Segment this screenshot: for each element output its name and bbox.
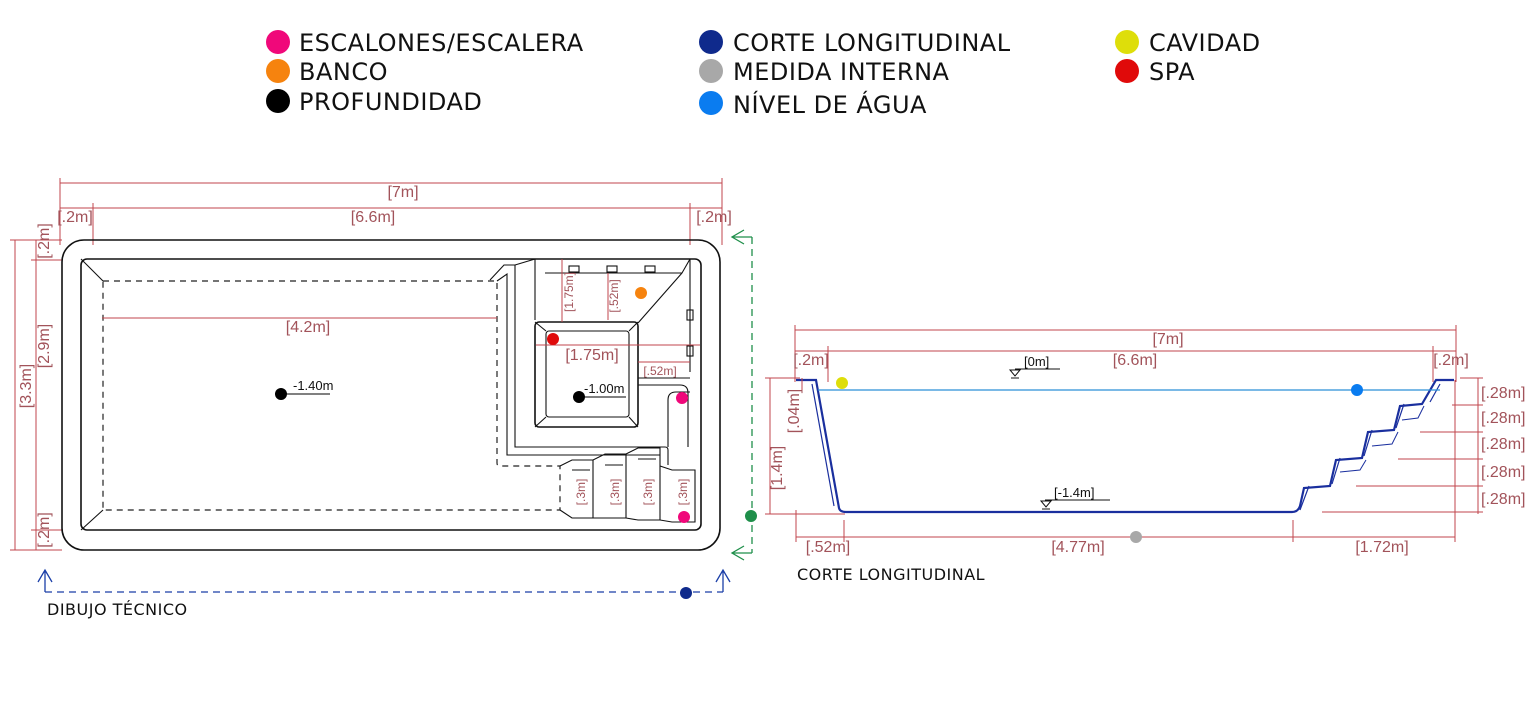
steps-group	[559, 447, 696, 523]
plan-view: [7m] [.2m] [6.6m] [.2m] [3.3m] [.2m] [2.…	[10, 178, 757, 619]
plan-rim-top: [.2m]	[36, 223, 53, 259]
legend-label-water-level: NÍVEL DE ÁGUA	[733, 90, 927, 119]
bench-wall	[489, 264, 669, 465]
deep-depth-marker-icon	[275, 388, 287, 400]
legend-label-internal-measure: MEDIDA INTERNA	[733, 58, 950, 86]
step-height-5: [.28m]	[1481, 491, 1525, 508]
step-height-3: [.28m]	[1481, 436, 1525, 453]
section-floor-length: [4.77m]	[1051, 539, 1104, 556]
bench-marker-icon	[635, 287, 647, 299]
step-3-width: [.3m]	[641, 479, 655, 506]
bench-marker-icon	[266, 59, 290, 83]
spa-outer	[534, 321, 639, 428]
plan-inner-width: [2.9m]	[36, 324, 53, 368]
step-4-width: [.3m]	[676, 479, 690, 506]
plan-caption: DIBUJO TÉCNICO	[47, 600, 188, 619]
cut-marker-green-icon	[745, 510, 757, 522]
jet-1-icon	[568, 265, 580, 273]
water-level-marker-icon	[1351, 384, 1363, 396]
spa-length: [1.75m]	[562, 272, 576, 312]
step-height-4: [.28m]	[1481, 464, 1525, 481]
plan-overall-width: [3.3m]	[18, 364, 35, 408]
section-slope-length: [.52m]	[806, 539, 850, 556]
internal-measure-marker-icon	[1130, 531, 1142, 543]
water-surface-symbol-icon	[1008, 369, 1022, 379]
section-rim-left: [.2m]	[793, 352, 829, 369]
spa-step-width: [.52m]	[643, 364, 676, 378]
deep-floor-outline	[102, 280, 561, 511]
floor-level-label: [-1.4m]	[1054, 485, 1094, 500]
plan-inner-length: [6.6m]	[351, 209, 395, 226]
section-rim-right: [.2m]	[1433, 352, 1469, 369]
water-surface-label: [0m]	[1024, 354, 1049, 369]
legend-label-spa: SPA	[1149, 58, 1195, 86]
jet-3-icon	[644, 265, 656, 273]
section-total-depth: [1.4m]	[769, 446, 786, 490]
legend-label-cavity: CAVIDAD	[1149, 29, 1261, 57]
section-top-dimensions: [7m] [.2m] [6.6m] [.2m]	[793, 325, 1469, 382]
jet-5-icon	[686, 345, 694, 357]
section-caption: CORTE LONGITUDINAL	[797, 565, 985, 584]
cut-line-green	[730, 229, 757, 561]
cavity-marker-icon	[1115, 30, 1139, 54]
plan-rim-bottom: [.2m]	[36, 512, 53, 548]
floor-level-symbol-icon	[1039, 500, 1053, 510]
plan-top-dimensions: [7m] [.2m] [6.6m] [.2m]	[57, 178, 732, 245]
cavity-marker-icon	[836, 377, 848, 389]
depth-marker-icon	[266, 89, 290, 113]
deep-depth-label: -1.40m	[293, 378, 333, 393]
plan-rim-left: [.2m]	[57, 209, 93, 226]
pool-inner-edge	[80, 258, 702, 531]
spa-inner	[545, 330, 630, 418]
legend-label-depth: PROFUNDIDAD	[299, 88, 482, 116]
step-1-width: [.3m]	[574, 479, 588, 506]
jet-2-icon	[606, 265, 618, 273]
legend: ESCALONES/ESCALERA BANCO PROFUNDIDAD COR…	[266, 29, 1261, 119]
section-view: [7m] [.2m] [6.6m] [.2m] [0m] [-1.4m] [1.…	[765, 325, 1525, 584]
step-2-width: [.3m]	[608, 479, 622, 506]
spa-width: [1.75m]	[565, 347, 618, 364]
plan-left-dimensions: [3.3m] [.2m] [2.9m] [.2m]	[10, 223, 62, 551]
section-outline	[796, 378, 1454, 514]
legend-label-bench: BANCO	[299, 58, 388, 86]
spa-marker-icon	[1115, 59, 1139, 83]
steps-marker-icon	[678, 511, 690, 523]
spa-depth-marker-icon	[573, 391, 585, 403]
cut-line-blue	[37, 568, 731, 599]
spa-step	[638, 377, 690, 447]
water-level-marker-icon	[699, 91, 723, 115]
plan-rim-right: [.2m]	[696, 209, 732, 226]
section-marker-icon	[680, 587, 692, 599]
legend-label-steps: ESCALONES/ESCALERA	[299, 29, 584, 57]
steps-marker-icon	[266, 30, 290, 54]
section-inner-length: [6.6m]	[1113, 352, 1157, 369]
spa-marker-icon	[547, 333, 559, 345]
section-stairs-length: [1.72m]	[1355, 539, 1408, 556]
section-step-heights: [.28m] [.28m] [.28m] [.28m] [.28m]	[1322, 377, 1525, 514]
section-freeboard: [.04m]	[786, 389, 803, 433]
deep-area-length: [4.2m]	[286, 319, 330, 336]
jet-4-icon	[686, 309, 694, 321]
section-marker-icon	[699, 30, 723, 54]
spa-step-marker-icon	[676, 392, 688, 404]
bench-width: [.52m]	[607, 279, 621, 312]
step-height-1: [.28m]	[1481, 385, 1525, 402]
plan-overall-length: [7m]	[387, 184, 418, 201]
legend-label-section: CORTE LONGITUDINAL	[733, 29, 1011, 57]
spa-depth-label: -1.00m	[584, 381, 624, 396]
bench-diagonal	[545, 258, 691, 372]
pool-outer-edge	[61, 239, 721, 551]
section-overall-length: [7m]	[1152, 331, 1183, 348]
internal-measure-marker-icon	[699, 59, 723, 83]
step-height-2: [.28m]	[1481, 410, 1525, 427]
